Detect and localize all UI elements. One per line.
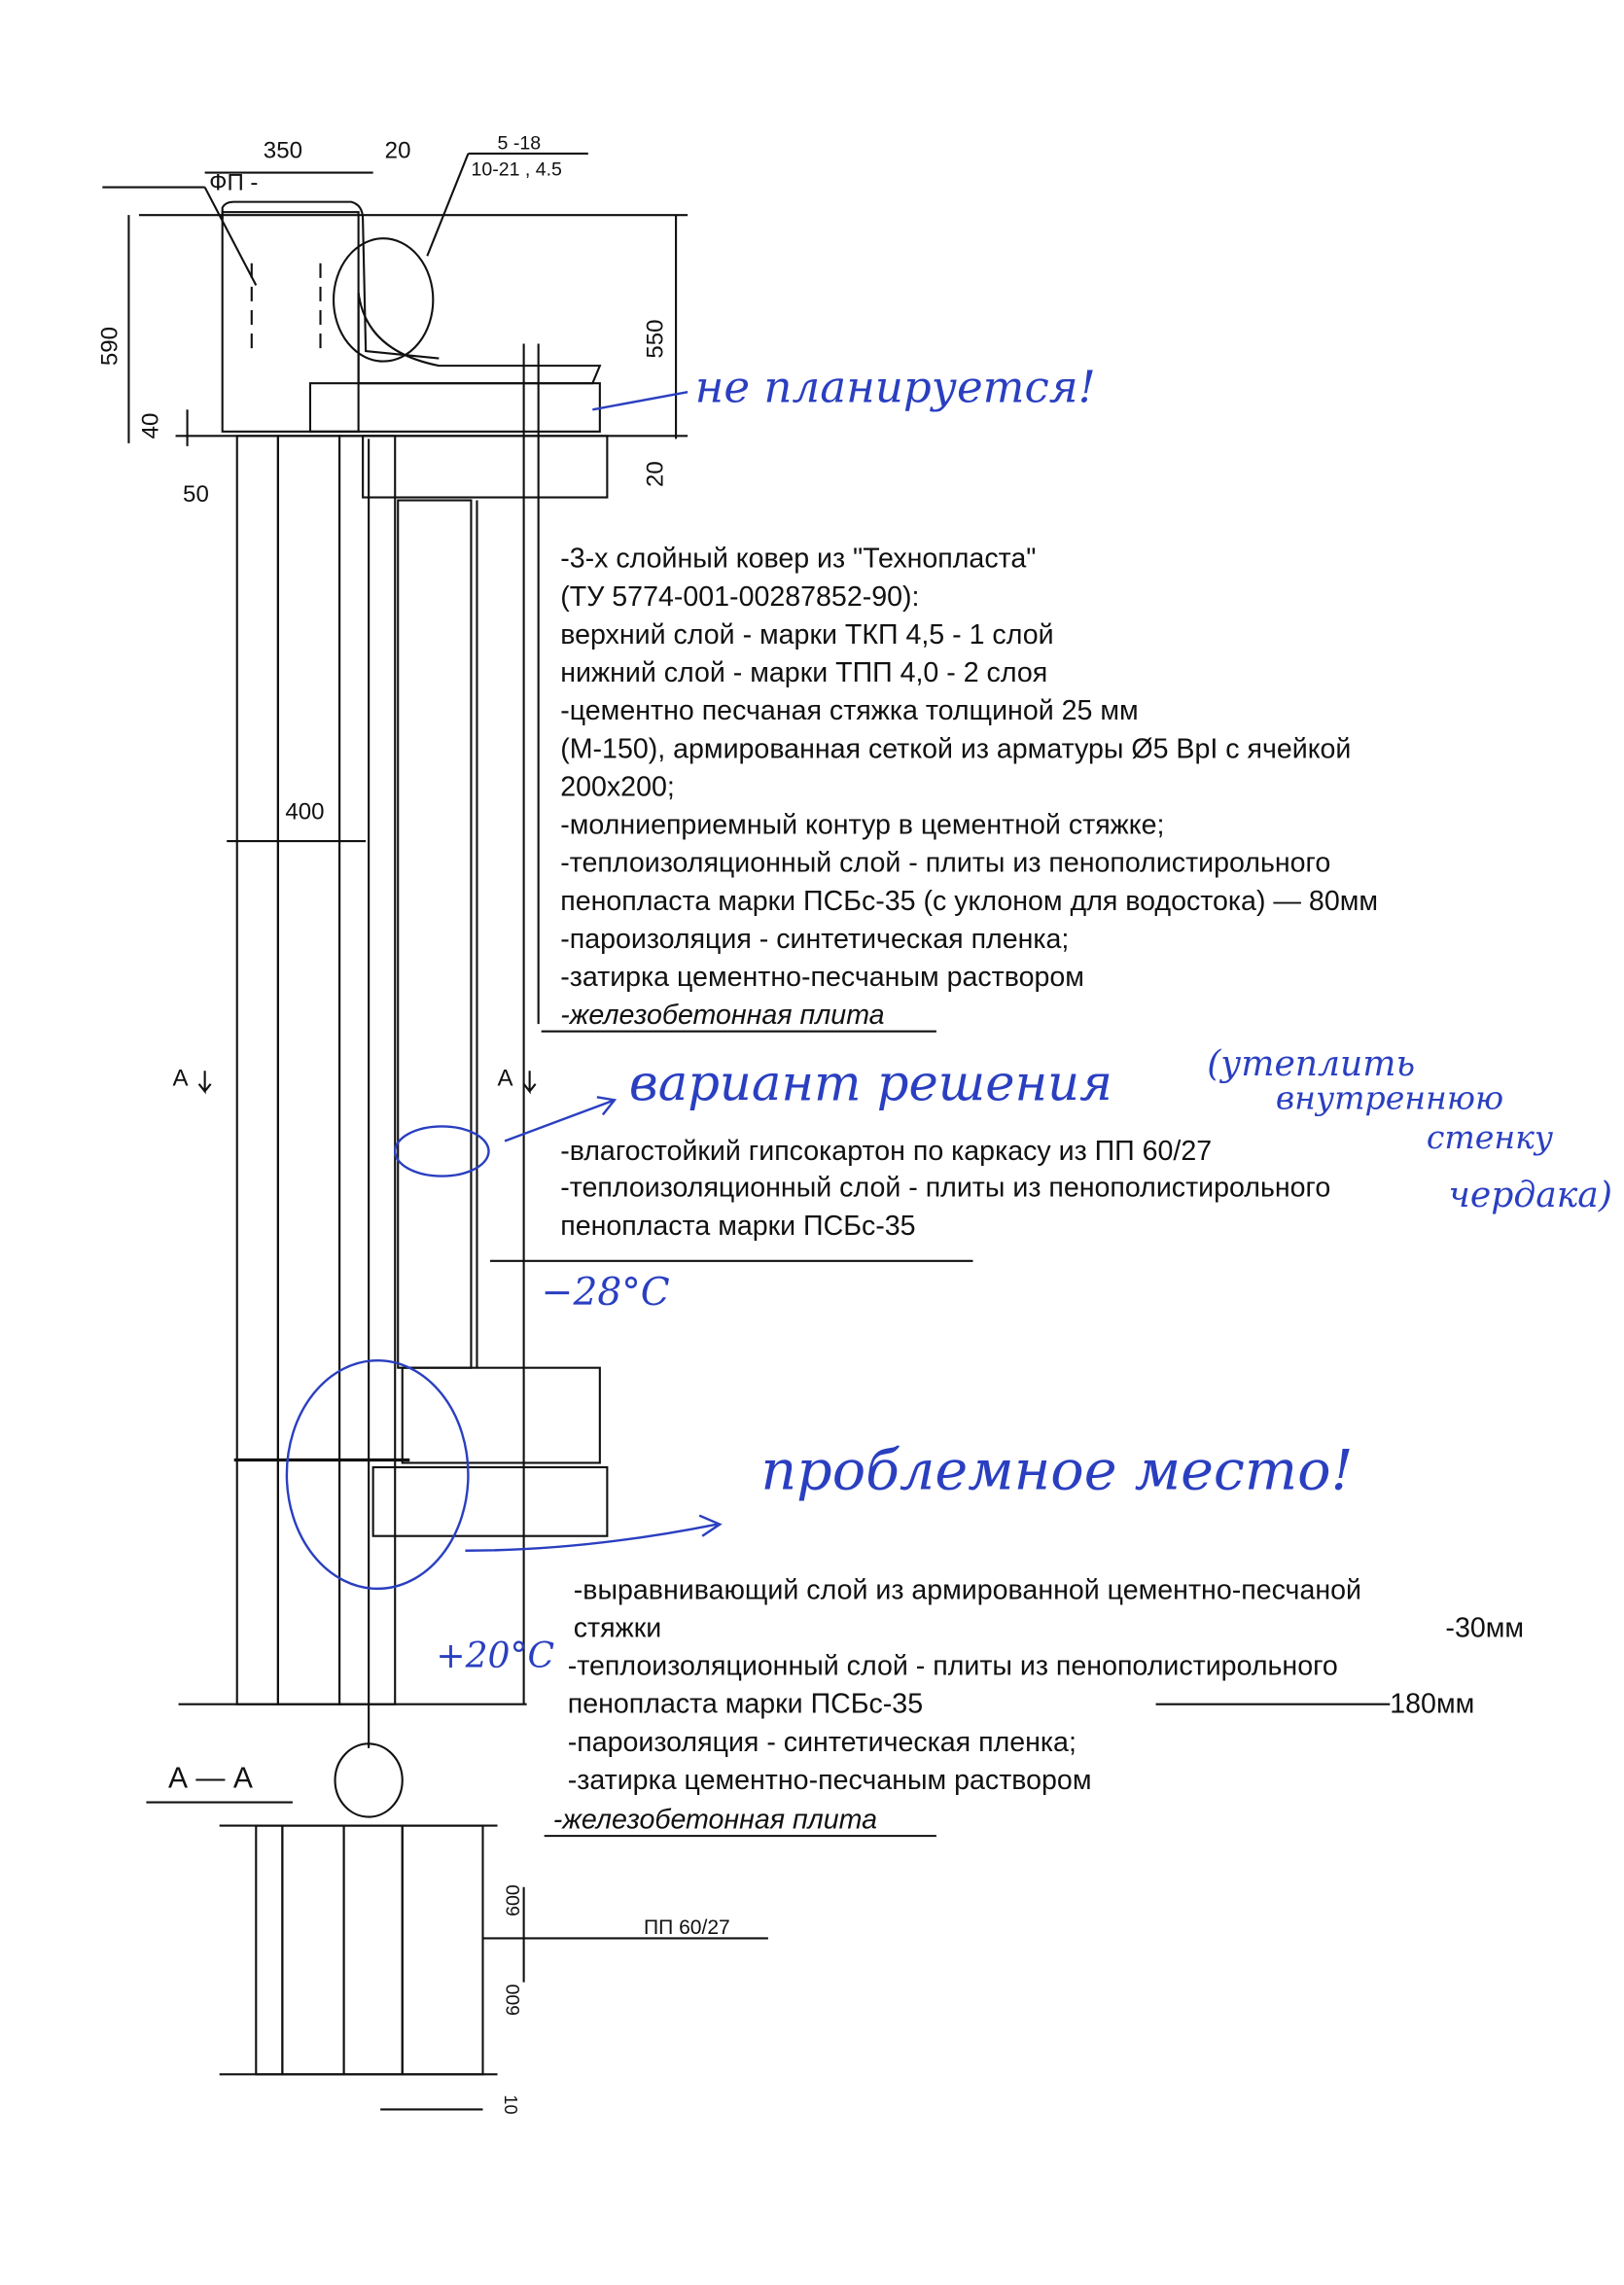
spec-line: (М-150), армированная сеткой из арматуры… — [560, 733, 1351, 764]
dim-40: 40 — [137, 413, 163, 439]
section-a-a — [219, 1824, 768, 2076]
note-problem-spot: проблемное место! — [760, 1439, 1353, 1503]
callout-top: 5 -18 — [498, 132, 542, 154]
spec-line: -выравнивающий слой из армированной цеме… — [574, 1574, 1361, 1605]
note-solution-4: чердака) — [1448, 1174, 1611, 1215]
dim-10: 10 — [501, 2094, 520, 2114]
note-solution-1: (утеплить — [1207, 1042, 1415, 1084]
section-title: А — А — [168, 1762, 253, 1794]
dim-600-top: 600 — [503, 1884, 524, 1916]
spec-value: -30мм — [1445, 1613, 1524, 1644]
spec-line: -теплоизоляционный слой - плиты из пеноп… — [568, 1651, 1338, 1682]
spec-line: нижний слой - марки ТПП 4,0 - 2 слоя — [560, 657, 1047, 688]
dim-400: 400 — [285, 799, 324, 826]
floor-spec: -выравнивающий слой из армированной цеме… — [553, 1574, 1524, 1835]
fp-label: ФП - — [209, 170, 258, 196]
spec-value: 180мм — [1390, 1689, 1474, 1720]
handwritten-annotations: не планируется! вариант решения (утеплит… — [285, 362, 1612, 1676]
dim-20-lower: 20 — [643, 461, 669, 487]
inside-temperature: +20°C — [436, 1635, 554, 1676]
spec-line: -теплоизоляционный слой - плиты из пеноп… — [560, 1173, 1330, 1204]
wall-section — [235, 435, 478, 1705]
parapet — [102, 152, 688, 433]
dim-350: 350 — [264, 137, 302, 163]
spec-line: верхний слой - марки ТКП 4,5 - 1 слой — [560, 619, 1053, 650]
note-solution: вариант решения — [629, 1055, 1112, 1112]
roof-slab — [362, 435, 609, 499]
roof-insulation — [308, 382, 601, 433]
spec-line: стяжки — [574, 1613, 661, 1644]
profile-label: ПП 60/27 — [644, 1916, 730, 1939]
spec-line: -теплоизоляционный слой - плиты из пеноп… — [560, 848, 1330, 879]
dim-590: 590 — [96, 327, 123, 366]
spec-line: (ТУ 5774-001-00287852-90): — [560, 581, 919, 613]
spec-line: -пароизоляция - синтетическая пленка; — [568, 1727, 1077, 1758]
section-mark-right: А — [498, 1065, 513, 1091]
spec-line: -затирка цементно-песчаным раствором — [560, 962, 1084, 993]
note-solution-3: стенку — [1427, 1118, 1554, 1156]
spec-line: пенопласта марки ПСБс-35 — [568, 1689, 923, 1720]
spec-line: -влагостойкий гипсокартон по каркасу из … — [560, 1136, 1212, 1167]
dim-600-bottom: 600 — [503, 1984, 524, 2016]
floor-insulation — [401, 1366, 601, 1464]
note-not-planned: не планируется! — [695, 362, 1096, 413]
spec-line: -затирка цементно-песчаным раствором — [568, 1765, 1092, 1796]
spec-line: -3-х слойный ковер из "Технопласта" — [560, 544, 1036, 575]
outside-temperature: −28°C — [542, 1271, 670, 1315]
roof-spec: -3-х слойный ковер из "Технопласта" (ТУ … — [560, 544, 1378, 1031]
spec-line: -железобетонная плита — [560, 1000, 884, 1031]
dim-20: 20 — [385, 137, 411, 163]
callout-bottom: 10-21 , 4.5 — [471, 159, 562, 181]
spec-line: -железобетонная плита — [553, 1805, 877, 1836]
note-solution-2: внутреннюю — [1276, 1078, 1503, 1116]
wall-spec: -влагостойкий гипсокартон по каркасу из … — [560, 1136, 1330, 1242]
section-mark-left: А — [173, 1065, 189, 1091]
spec-line: пенопласта марки ПСБс-35 — [560, 1211, 915, 1242]
spec-line: -цементно песчаная стяжка толщиной 25 мм — [560, 695, 1138, 726]
spec-line: 200x200; — [560, 771, 675, 802]
floor-slab — [371, 1465, 609, 1537]
detail-callout-circle — [332, 237, 435, 363]
spec-line: -молниеприемный контур в цементной стяжк… — [560, 810, 1164, 841]
spec-line: пенопласта марки ПСБс-35 (с уклоном для … — [560, 886, 1378, 917]
spec-line: -пароизоляция - синтетическая пленка; — [560, 924, 1069, 955]
section-marker-circle — [334, 1742, 404, 1818]
dim-50: 50 — [183, 481, 209, 508]
dim-550: 550 — [643, 319, 669, 358]
